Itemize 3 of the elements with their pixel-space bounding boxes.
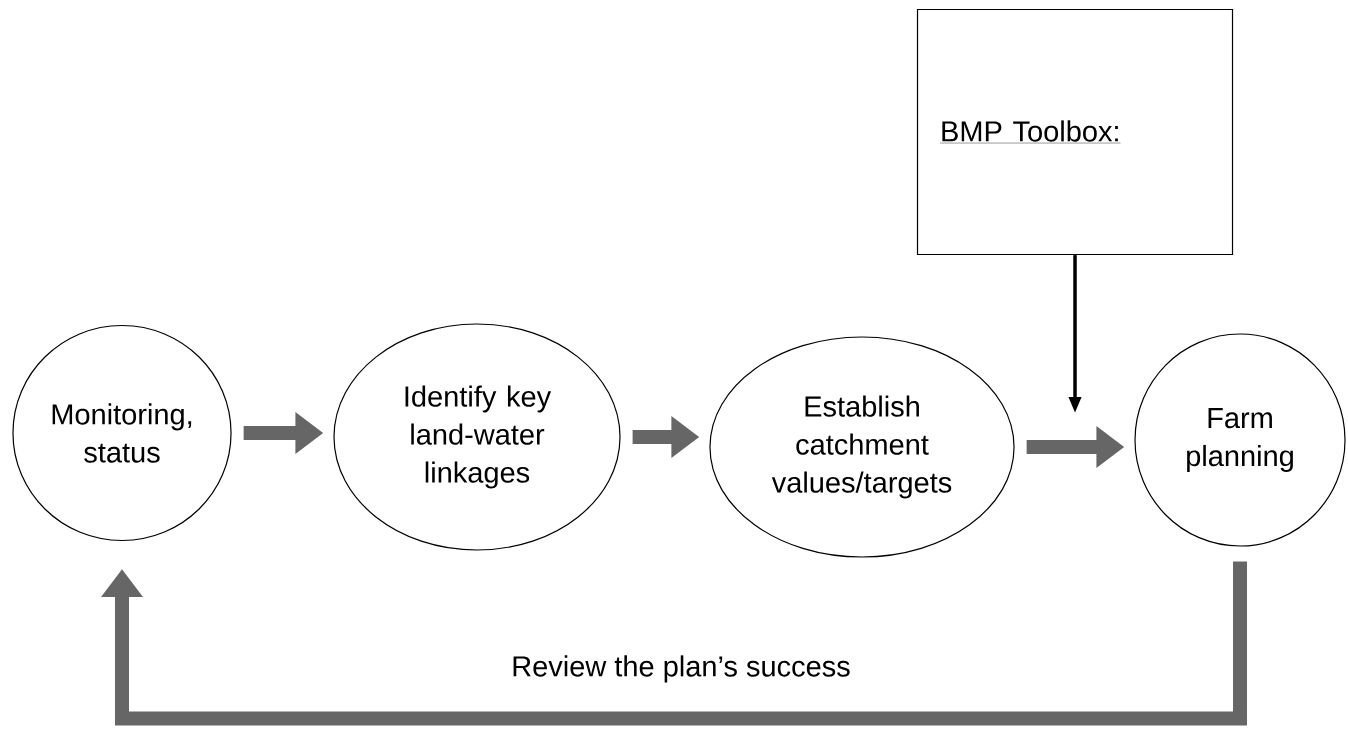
text-box: BMP Toolbox: bbox=[916, 8, 1234, 256]
edge-label: Review the plan’s success bbox=[509, 653, 853, 685]
arrow bbox=[101, 561, 1247, 726]
